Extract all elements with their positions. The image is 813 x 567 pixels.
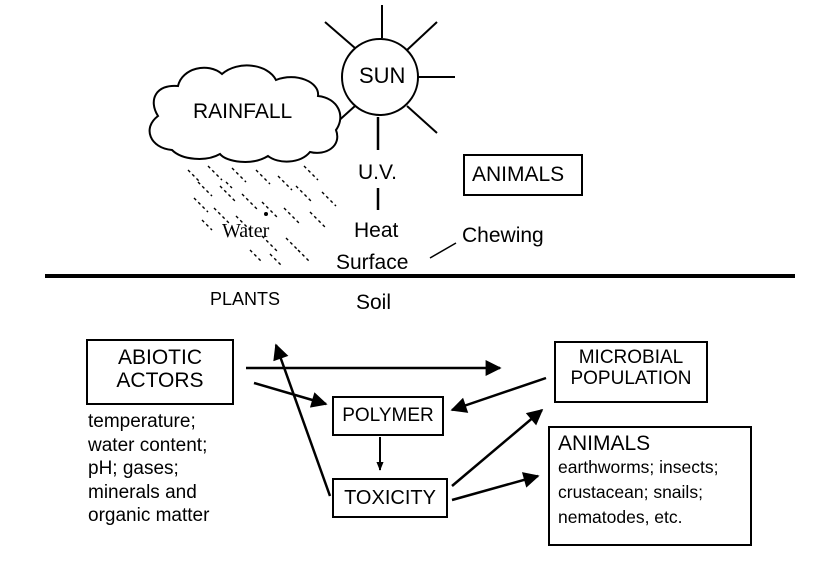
soil-label: Soil <box>356 291 392 314</box>
arrow-abiotic-to-polymer <box>253 381 328 408</box>
arrow-microbial-to-polymer <box>450 376 547 413</box>
abiotic-detail-item: water content; <box>88 434 208 456</box>
abiotic-detail-item: pH; gases; <box>88 458 179 479</box>
arrow-toxicity-to-plants <box>273 343 332 497</box>
water-label: Water <box>222 220 270 242</box>
cloud-icon <box>148 64 342 163</box>
animals-soil-title: ANIMALS <box>558 432 651 455</box>
surface-label: Surface <box>336 251 409 274</box>
abiotic-detail-item: organic matter <box>88 505 210 526</box>
abiotic-line-1: ABIOTIC <box>117 346 202 369</box>
animals-detail-item: crustacean; snails; <box>558 482 703 502</box>
chewing-label: Chewing <box>462 224 544 247</box>
polymer-label: POLYMER <box>342 405 434 426</box>
plants-label: PLANTS <box>210 289 281 309</box>
animals-soil-box: ANIMALS earthworms; insects; crustacean;… <box>548 426 752 546</box>
abiotic-detail-item: minerals and <box>88 481 197 503</box>
toxicity-box: TOXICITY <box>332 478 448 518</box>
rainfall-label: RAINFALL <box>193 100 293 123</box>
microbial-line-2: POPULATION <box>570 367 692 389</box>
abiotic-details-list: temperature; water content; pH; gases; m… <box>88 410 209 528</box>
rain-streaks <box>187 165 337 267</box>
animals-above-box <box>463 154 583 196</box>
chewing-connector <box>429 242 457 259</box>
arrow-toxicity-to-microbial <box>451 408 544 487</box>
microbial-population-box: MICROBIAL POPULATION <box>554 341 708 403</box>
rain-drop <box>264 212 268 216</box>
abiotic-detail-item: temperature; <box>88 411 196 432</box>
animals-soil-details: earthworms; insects; crustacean; snails;… <box>558 455 750 530</box>
animals-detail-item: earthworms; insects; <box>558 457 719 477</box>
sun-icon <box>324 5 455 134</box>
animals-above-label: ANIMALS <box>472 163 565 186</box>
uv-label: U.V. <box>358 161 397 184</box>
toxicity-label: TOXICITY <box>344 487 436 509</box>
sun-label: SUN <box>359 63 406 88</box>
arrow-toxicity-to-animals <box>451 472 540 502</box>
abiotic-actors-box: ABIOTIC ACTORS <box>86 339 234 405</box>
heat-label: Heat <box>354 219 399 242</box>
animals-detail-item: nematodes, etc. <box>558 507 683 527</box>
polymer-box: POLYMER <box>332 396 444 436</box>
microbial-line-1: MICROBIAL <box>578 347 684 368</box>
abiotic-line-2: ACTORS <box>116 369 204 393</box>
